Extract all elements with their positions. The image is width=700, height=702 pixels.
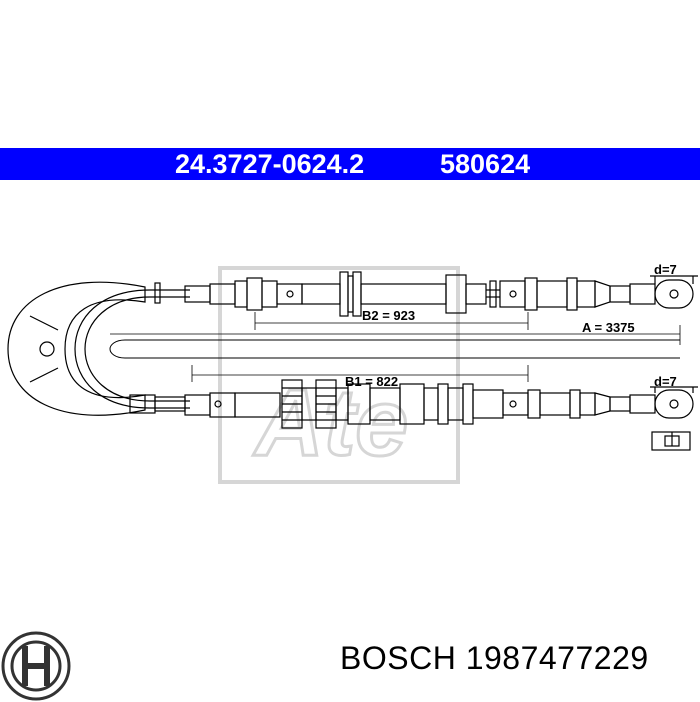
- dim-b2-label: B2 = 923: [362, 308, 415, 323]
- part-number-banner: 24.3727-0624.2 580624: [0, 148, 700, 180]
- bottom-cable-assembly: [129, 379, 698, 429]
- dim-b1-label: B1 = 822: [345, 374, 398, 389]
- bracket-hole: [39, 341, 55, 357]
- bosch-logo-icon: [1, 631, 71, 701]
- dimension-a: [110, 325, 681, 345]
- dimension-b1: [191, 365, 529, 382]
- bottom-eye-label: d=7: [654, 374, 677, 389]
- top-eye: [654, 279, 694, 309]
- article-number: 1987477229: [465, 640, 649, 676]
- part-number: 24.3727-0624.2: [175, 149, 365, 179]
- cross-section-symbol: [651, 431, 691, 451]
- dimension-b2: [254, 312, 529, 330]
- svg-text:Ate: Ate: [253, 370, 408, 476]
- mounting-bracket: [7, 281, 146, 416]
- ate-watermark: Ate: [218, 266, 460, 484]
- top-cable-assembly: [150, 271, 698, 317]
- dim-a-label: A = 3375: [582, 320, 635, 335]
- brand-name: BOSCH: [340, 640, 457, 676]
- bottom-eye: [654, 389, 694, 419]
- brand-line: BOSCH 1987477229: [340, 640, 649, 677]
- sheath-loop: [109, 339, 680, 359]
- reference-number: 580624: [440, 149, 531, 179]
- top-eye-label: d=7: [654, 262, 677, 277]
- footer: BOSCH 1987477229: [0, 610, 700, 701]
